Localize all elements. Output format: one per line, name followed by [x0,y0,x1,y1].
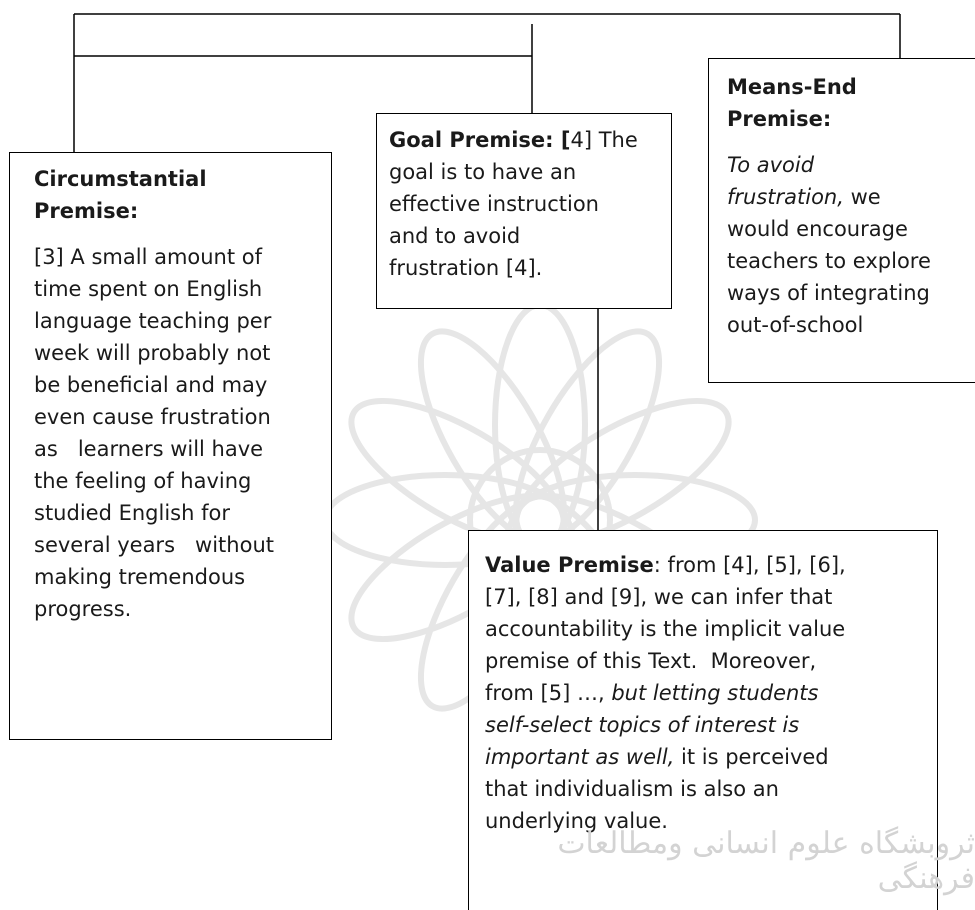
means-end-title-line1: Means-End [727,75,857,99]
value-premise-box: Value Premise: from [4], [5], [6], [7], … [468,530,938,910]
value-line-4: premise of this Text. Moreover, [485,649,817,673]
means-end-line-1: To avoid [727,149,969,181]
value-line-7-rest: it is perceived [674,745,829,769]
circumstantial-line-12: progress. [34,597,132,621]
goal-premise-box: Goal Premise: [4] The goal is to have an… [376,113,672,309]
value-line-3: accountability is the implicit value [485,617,846,641]
value-line-7-italic: important as well, [485,745,675,769]
value-title: Value Premise [485,553,654,577]
circumstantial-premise-box: Circumstantial Premise: [3] A small amou… [9,152,332,740]
value-line-5-start: from [5] …, [485,681,612,705]
value-line-7: important as well, it is perceived [485,741,929,773]
value-line-1-rest: : from [4], [5], [6], [653,553,846,577]
circumstantial-line-11: making tremendous [34,565,246,589]
goal-line-2: goal is to have an [389,160,577,184]
goal-line-4: and to avoid [389,224,521,248]
means-end-line-2-italic: frustration, [727,185,844,209]
value-line-6: self-select topics of interest is [485,709,929,741]
goal-title: Goal Premise: [ [389,128,571,152]
value-line-8: that individualism is also an [485,777,779,801]
circumstantial-line-7: as learners will have [34,437,264,461]
means-end-premise-box: Means-End Premise: To avoid frustration,… [708,58,975,383]
circumstantial-title-line2: Premise: [34,199,139,223]
circumstantial-line-3: language teaching per [34,309,272,333]
watermark-text: ثروبشگاه علوم انسانی ومطالعات فرهنگی [557,826,975,896]
circumstantial-line-2: time spent on English [34,277,263,301]
means-end-title-line2: Premise: [727,107,832,131]
goal-line-3: effective instruction [389,192,599,216]
value-line-6-italic: self-select topics of interest is [485,713,800,737]
circumstantial-line-10: several years without [34,533,274,557]
goal-line-1-rest: 4] The [570,128,638,152]
means-end-line-2: frustration, we [727,181,969,213]
connector-lines [73,13,901,530]
circumstantial-line-8: the feeling of having [34,469,252,493]
value-line-5: from [5] …, but letting students [485,677,929,709]
means-end-line-1-italic: To avoid [727,153,815,177]
means-end-line-2-rest: we [843,185,881,209]
circumstantial-line-5: be beneficial and may [34,373,268,397]
value-line-1: Value Premise: from [4], [5], [6], [485,549,929,581]
circumstantial-line-4: week will probably not [34,341,271,365]
goal-line-1: Goal Premise: [4] The [389,124,661,156]
value-line-9: underlying value. [485,809,668,833]
means-end-line-4: teachers to explore [727,249,931,273]
circumstantial-title-line1: Circumstantial [34,167,207,191]
means-end-line-6: out-of-school [727,313,864,337]
circumstantial-line-6: even cause frustration [34,405,271,429]
value-line-5-italic: but letting students [611,681,819,705]
means-end-line-5: ways of integrating [727,281,930,305]
circumstantial-line-1: [3] A small amount of [34,245,263,269]
means-end-line-3: would encourage [727,217,908,241]
value-line-2: [7], [8] and [9], we can infer that [485,585,833,609]
circumstantial-line-9: studied English for [34,501,230,525]
goal-line-5: frustration [4]. [389,256,543,280]
